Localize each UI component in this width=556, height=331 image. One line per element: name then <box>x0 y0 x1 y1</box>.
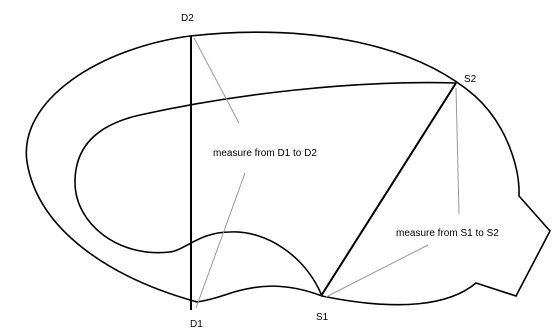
annotation-s1-s2: measure from S1 to S2 <box>396 228 499 239</box>
s1-s2-measurement-line <box>320 82 457 297</box>
s-leader-top <box>455 87 460 215</box>
label-d2: D2 <box>181 13 194 24</box>
label-d1: D1 <box>190 319 203 330</box>
d-leader-top <box>193 37 240 124</box>
label-s1: S1 <box>316 312 329 323</box>
inner-cavity-outline <box>74 81 457 297</box>
d-leader-bottom <box>195 172 246 309</box>
s-leader-bottom <box>325 244 429 298</box>
outer-outline <box>25 31 551 306</box>
annotation-d1-d2: measure from D1 to D2 <box>213 148 317 159</box>
label-s2: S2 <box>464 74 477 85</box>
